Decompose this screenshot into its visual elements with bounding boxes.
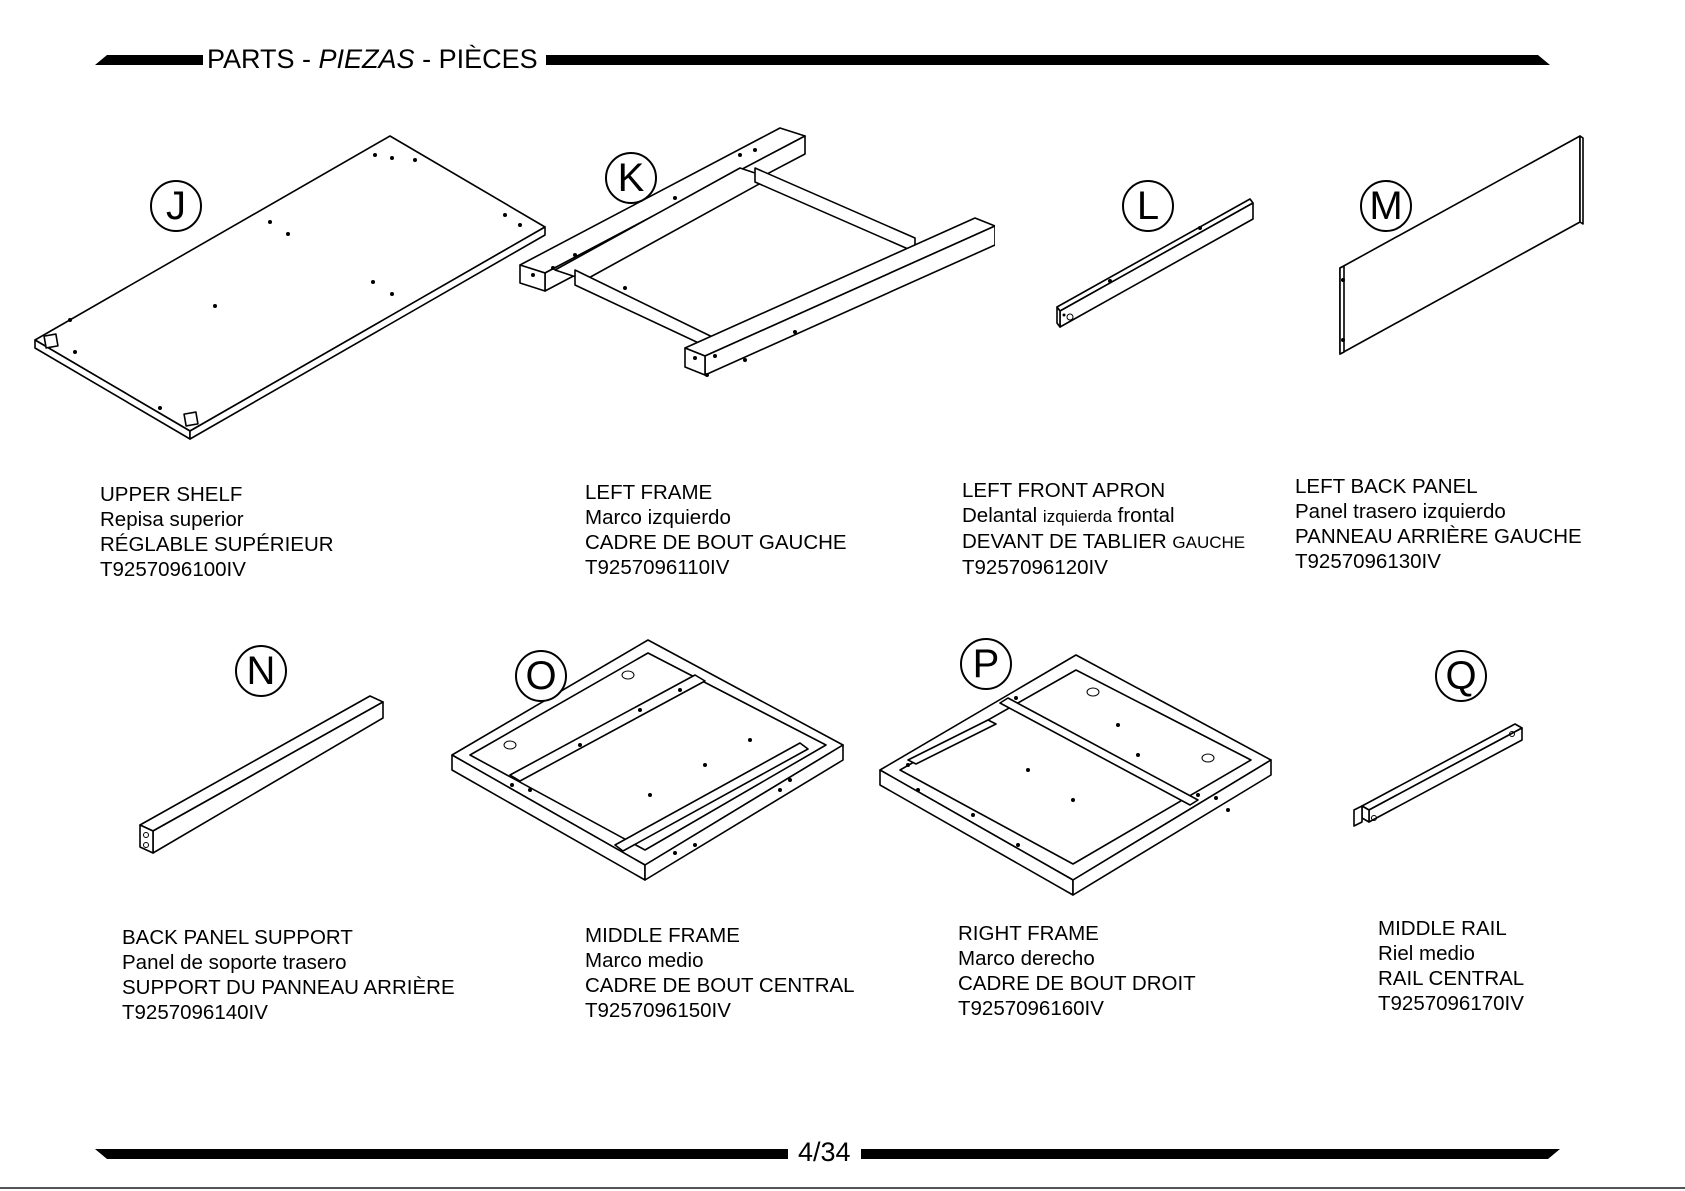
heading-es: PIEZAS <box>318 44 415 74</box>
part-letter-l: L <box>1122 180 1174 232</box>
left-front-apron-drawing <box>1056 198 1254 328</box>
heading-fr: PIÈCES <box>438 44 538 74</box>
part-letter-j: J <box>150 180 202 232</box>
part-letter-m: M <box>1360 180 1412 232</box>
upper-shelf-drawing <box>34 135 546 440</box>
middle-rail-drawing <box>1353 723 1523 827</box>
label-middle-frame: MIDDLE FRAME Marco medio CADRE DE BOUT C… <box>585 924 855 1022</box>
label-left-front-apron: LEFT FRONT APRON Delantal izquierda fron… <box>962 479 1246 579</box>
part-letter-p: P <box>960 638 1012 690</box>
heading-en: PARTS <box>207 44 295 74</box>
part-letter-n: N <box>235 645 287 697</box>
label-right-frame: RIGHT FRAME Marco derecho CADRE DE BOUT … <box>958 922 1196 1020</box>
page-number: 4/34 <box>788 1137 861 1167</box>
label-left-back-panel: LEFT BACK PANEL Panel trasero izquierdo … <box>1295 475 1582 573</box>
right-frame-drawing <box>879 654 1272 896</box>
label-back-panel-support: BACK PANEL SUPPORT Panel de soporte tras… <box>122 926 455 1024</box>
part-letter-q: Q <box>1435 650 1487 702</box>
bottom-edge-line <box>0 1187 1685 1189</box>
label-upper-shelf: UPPER SHELF Repisa superior RÉGLABLE SUP… <box>100 483 334 581</box>
part-letter-k: K <box>605 152 657 204</box>
middle-frame-drawing <box>451 639 844 881</box>
part-letter-o: O <box>515 650 567 702</box>
label-middle-rail: MIDDLE RAIL Riel medio RAIL CENTRAL T925… <box>1378 917 1525 1015</box>
label-left-frame: LEFT FRAME Marco izquierdo CADRE DE BOUT… <box>585 481 847 579</box>
left-back-panel-drawing <box>1339 135 1584 355</box>
back-panel-support-drawing <box>139 695 384 854</box>
page-heading: PARTS - PIEZAS - PIÈCES <box>203 44 546 74</box>
left-frame-drawing <box>519 127 995 377</box>
